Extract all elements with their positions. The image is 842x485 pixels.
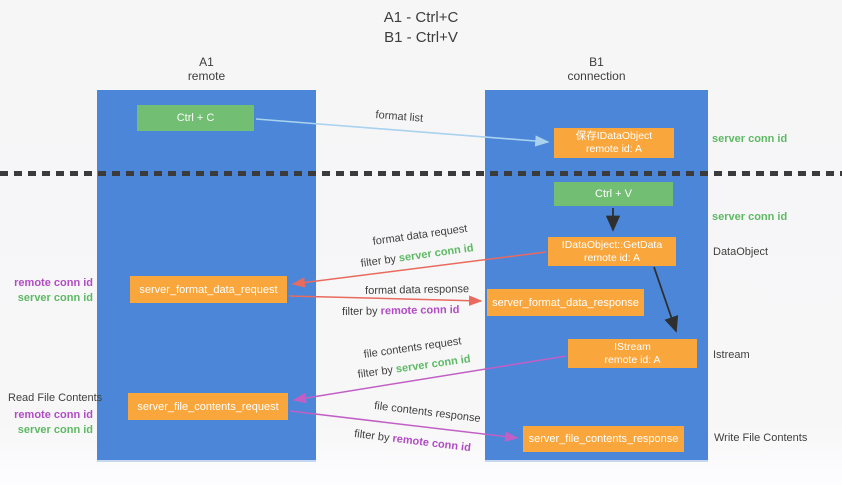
left-file-conn-ids: remote conn id server conn id (0, 408, 93, 438)
node-idataobject-getdata-line2: remote id: A (583, 251, 641, 264)
right-server-conn-id-top: server conn id (712, 133, 788, 145)
left-format-server-conn-id: server conn id (17, 292, 93, 304)
filter-by-text-3: filter by (357, 363, 397, 381)
node-ctrl-c: Ctrl + C (137, 105, 254, 131)
lane-b1-subtitle: connection (567, 69, 626, 83)
title-line-2: B1 - Ctrl+V (384, 29, 458, 46)
istream-label: Istream (713, 349, 750, 361)
node-save-idataobject-line2: remote id: A (585, 143, 643, 155)
filter-by-text-2: filter by (342, 305, 381, 318)
read-file-contents-label: Read File Contents (8, 392, 103, 404)
node-server-file-contents-response-label: server_file_contents_response (528, 433, 679, 445)
machine-boundary-dotted-line (0, 171, 842, 176)
node-ctrl-v: Ctrl + V (554, 182, 673, 206)
node-save-idataobject-line1: 保存IDataObject (575, 130, 653, 142)
edge-format-data-response (288, 295, 483, 306)
remote-conn-id-text-2: remote conn id (391, 432, 472, 455)
node-server-format-data-request: server_format_data_request (130, 276, 287, 303)
node-istream-line2: remote id: A (604, 353, 661, 366)
title-line-1: A1 - Ctrl+C (383, 9, 459, 26)
node-ctrl-c-label: Ctrl + C (176, 112, 215, 124)
lane-header-b1: B1 connection (485, 55, 708, 83)
right-server-conn-id-mid: server conn id (712, 211, 788, 223)
write-file-contents-label: Write File Contents (714, 432, 808, 444)
edge-label-filter-by-remote-conn-id-2: filter by remote conn id (354, 428, 472, 454)
edge-label-format-list: format list (375, 109, 424, 125)
remote-conn-id-text-1: remote conn id (380, 303, 460, 318)
left-file-remote-conn-id: remote conn id (14, 409, 93, 421)
edge-label-file-contents-response: file contents response (373, 400, 482, 425)
left-format-remote-conn-id: remote conn id (14, 277, 93, 289)
node-server-file-contents-response: server_file_contents_response (523, 426, 684, 452)
edge-label-format-data-response: format data response (365, 283, 470, 297)
node-server-format-data-request-label: server_format_data_request (139, 283, 278, 296)
lane-header-a1: A1 remote (97, 55, 316, 83)
filter-by-text-1: filter by (360, 252, 400, 270)
page-title: A1 - Ctrl+C B1 - Ctrl+V (0, 8, 842, 48)
lane-a1-subtitle: remote (187, 69, 226, 83)
server-conn-id-text-2: server conn id (395, 353, 472, 376)
node-idataobject-getdata-line1: IDataObject::GetData (561, 238, 663, 251)
node-istream-line1: IStream (614, 340, 651, 353)
node-istream: IStream remote id: A (568, 339, 697, 368)
node-save-idataobject: 保存IDataObject remote id: A (554, 128, 674, 158)
server-conn-id-text-1: server conn id (398, 242, 475, 265)
node-server-file-contents-request-label: server_file_contents_request (137, 400, 279, 413)
node-server-format-data-response: server_format_data_response (487, 289, 644, 316)
filter-by-text-4: filter by (353, 428, 394, 445)
lane-b1-name: B1 (589, 55, 604, 69)
lane-a1-name: A1 (199, 55, 214, 69)
edge-label-filter-by-remote-conn-id-1: filter by remote conn id (342, 304, 460, 318)
left-format-conn-ids: remote conn id server conn id (0, 276, 93, 306)
node-ctrl-v-label: Ctrl + V (595, 188, 632, 200)
node-idataobject-getdata: IDataObject::GetData remote id: A (548, 237, 676, 266)
node-server-format-data-response-label: server_format_data_response (492, 296, 639, 309)
dataobject-label: DataObject (713, 246, 769, 258)
left-file-server-conn-id: server conn id (17, 424, 93, 436)
node-server-file-contents-request: server_file_contents_request (128, 393, 288, 420)
